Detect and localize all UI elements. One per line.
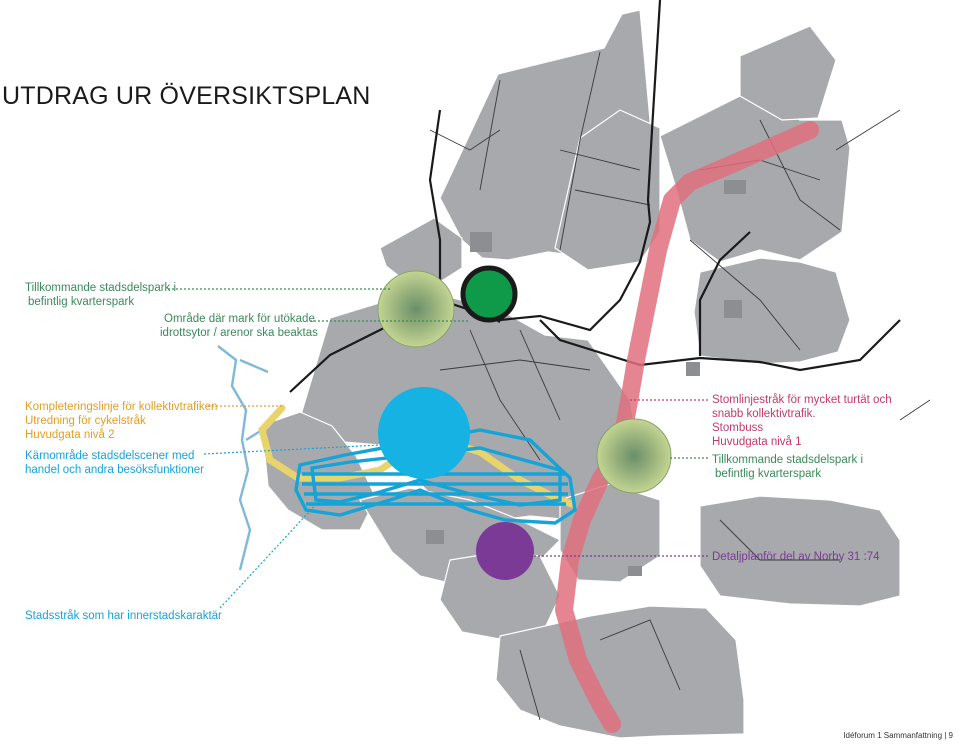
new-park-circle-east — [596, 418, 672, 494]
small-block — [628, 566, 642, 576]
label-road-1: Huvudgata nivå 1 — [712, 436, 802, 448]
small-blocks — [426, 180, 746, 576]
label-transit: Kompleteringslinje för kollektivtrafiken — [25, 401, 218, 413]
block-east — [693, 257, 851, 365]
block-south-far-east — [699, 495, 901, 607]
label-street: Stadsstråk som har innerstadskaraktär — [25, 610, 222, 622]
street-line — [519, 649, 541, 721]
label-cycle: Utredning för cykelstråk — [25, 415, 146, 427]
small-block — [724, 300, 742, 318]
label-detail-plan: Detaljplanför del av Norby 31 :74 — [712, 551, 880, 563]
street-line — [599, 619, 681, 691]
block-north-mid — [554, 109, 661, 271]
label-sport-2: idrottsytor / arenor ska beaktas — [160, 327, 318, 339]
leader-core — [203, 444, 381, 455]
main-road-northwest — [428, 109, 442, 300]
sport-area-circle — [460, 265, 518, 323]
label-road-2: Huvudgata nivå 2 — [25, 429, 115, 441]
label-park-right-1: Tillkommande stadsdelspark i — [712, 454, 864, 466]
water-stream — [217, 345, 269, 571]
new-park-circle-north — [377, 270, 455, 348]
street-line — [559, 149, 641, 171]
small-block — [470, 232, 492, 252]
label-sport-1: Område där mark för utökade — [164, 313, 315, 325]
label-core-1: Kärnområde stadsdelscener med — [25, 450, 195, 462]
label-core-2: handel och andra besöksfunktioner — [25, 464, 205, 476]
street-line — [574, 189, 651, 206]
leader-lines — [168, 288, 710, 609]
small-block — [426, 530, 444, 544]
small-block — [724, 180, 746, 194]
street-line — [835, 109, 901, 151]
label-park-left-1: Tillkommande stadsdelspark i — [25, 282, 177, 294]
core-area-circle — [378, 387, 470, 479]
main-road-west — [289, 298, 501, 393]
label-park-left-2: befintlig kvarterspark — [28, 296, 135, 308]
street-loop-outer — [294, 428, 577, 525]
main-road-north — [499, 0, 662, 332]
small-block — [686, 362, 700, 376]
street-line — [439, 359, 591, 371]
street-line — [479, 79, 501, 191]
main-road-ring — [539, 319, 901, 372]
page-footer: Idéforum 1 Sammanfattning | 9 — [843, 731, 953, 740]
stream — [217, 345, 252, 571]
main-road-northeast — [698, 231, 751, 356]
label-bus: Stombuss — [712, 422, 764, 434]
street-line — [899, 399, 931, 421]
street-character-loops — [294, 428, 577, 525]
label-trunk-1: Stomlinjestråk för mycket turtät och — [712, 394, 892, 406]
street-line — [559, 51, 601, 251]
label-park-right-2: befintlig kvarterspark — [715, 468, 822, 480]
street-line — [519, 329, 561, 421]
street-line — [689, 239, 801, 351]
detail-plan-circle — [476, 522, 534, 580]
block-north-west-small — [379, 217, 463, 283]
street-line — [719, 519, 840, 561]
page-title: UTDRAG UR ÖVERSIKTSPLAN — [2, 82, 371, 110]
city-blocks — [261, 9, 901, 739]
block-far-north-east — [739, 25, 837, 121]
stream — [239, 358, 269, 374]
leader-street — [219, 499, 321, 609]
label-trunk-2: snabb kollektivtrafik. — [712, 408, 816, 420]
street-line — [429, 129, 501, 151]
block-south — [495, 605, 745, 739]
